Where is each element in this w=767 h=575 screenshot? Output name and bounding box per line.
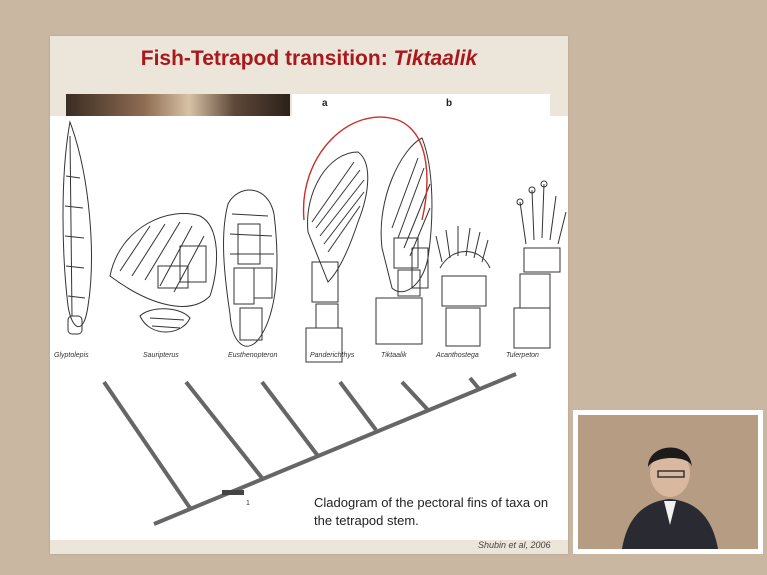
fin-sauripterus — [110, 214, 217, 333]
specimen-photo — [66, 94, 290, 116]
taxon-eusthenopteron: Eusthenopteron — [228, 352, 277, 359]
fin-acanthostega — [436, 226, 490, 346]
highlight-loop — [304, 117, 427, 220]
taxon-glyptolepis: Glyptolepis — [54, 352, 89, 359]
panel-b-label: b — [446, 98, 452, 109]
taxon-tulerpeton: Tulerpeton — [506, 352, 539, 359]
node-label: 1 — [246, 500, 250, 507]
presenter-video — [578, 415, 758, 549]
slide-title: Fish-Tetrapod transition: Tiktaalik — [50, 42, 568, 76]
fin-eusthenopteron — [224, 190, 277, 346]
title-main: Fish-Tetrapod transition: — [141, 47, 394, 70]
taxon-acanthostega: Acanthostega — [436, 352, 479, 359]
figure-caption: Cladogram of the pectoral fins of taxa o… — [314, 494, 564, 530]
fin-drawings — [50, 116, 568, 540]
panel-a-label: a — [322, 98, 328, 109]
taxon-panderichthys: Panderichthys — [310, 352, 354, 359]
fin-glyptolepis — [63, 122, 91, 334]
panel-header — [292, 94, 550, 116]
presenter-icon — [578, 415, 758, 549]
taxon-sauripterus: Sauripterus — [143, 352, 179, 359]
title-italic: Tiktaalik — [394, 47, 478, 70]
figure-citation: Shubin et al, 2006 — [478, 540, 551, 550]
fin-tulerpeton — [514, 181, 566, 348]
fin-panderichthys — [306, 152, 368, 362]
node-bar — [222, 490, 244, 495]
fin-tiktaalik — [376, 138, 432, 344]
webcam-overlay — [573, 410, 763, 554]
taxon-tiktaalik: Tiktaalik — [381, 352, 407, 359]
